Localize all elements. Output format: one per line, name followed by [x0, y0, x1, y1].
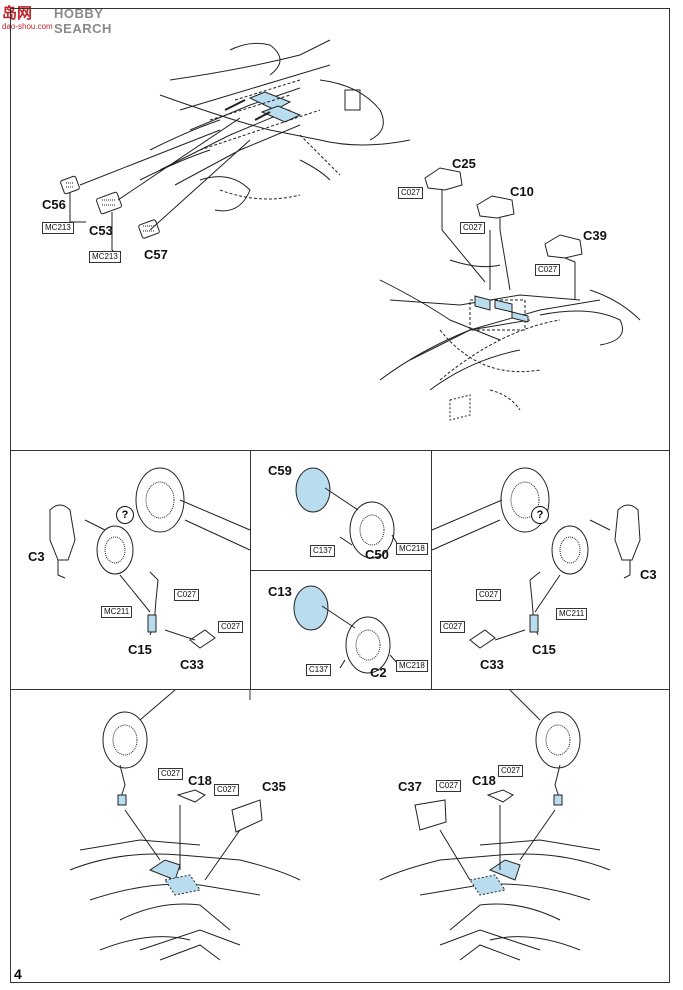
part-label: C15 [128, 642, 152, 657]
part-label: C18 [472, 773, 496, 788]
paint-code: C027 [535, 264, 561, 276]
part-label: C33 [480, 657, 504, 672]
paint-code: MC218 [396, 543, 428, 555]
paint-code: C027 [440, 621, 466, 633]
paint-code: MC213 [89, 251, 121, 263]
paint-code: C027 [398, 187, 424, 199]
part-label: C3 [28, 549, 45, 564]
mid-right-gear [431, 467, 641, 649]
part-label: C13 [268, 584, 292, 599]
paint-code: C027 [158, 768, 184, 780]
part-label: C15 [532, 642, 556, 657]
watermark-logo: 岛网 [2, 5, 33, 22]
mid-center-divider [250, 570, 432, 571]
page-number: 4 [14, 966, 22, 982]
bottom-left-assembly [69, 689, 301, 961]
part-label: C10 [510, 184, 534, 199]
paint-code: C027 [476, 589, 502, 601]
mid-center-top-wheel [295, 467, 399, 559]
paint-code: MC211 [556, 608, 588, 620]
paint-code: C027 [498, 765, 524, 777]
part-label: C53 [89, 223, 113, 238]
paint-code: C027 [436, 780, 462, 792]
paint-code: C137 [306, 664, 332, 676]
part-label: C3 [640, 567, 657, 582]
paint-code: C027 [460, 222, 486, 234]
paint-code: C027 [218, 621, 244, 633]
top-right-airframe [379, 167, 641, 421]
part-label: C50 [365, 547, 389, 562]
mid-center-bottom-wheel [293, 585, 399, 674]
top-left-parts [60, 175, 160, 256]
part-label: C33 [180, 657, 204, 672]
paint-code: MC218 [396, 660, 428, 672]
part-label: C56 [42, 197, 66, 212]
mid-left-gear [49, 467, 251, 649]
paint-code: C027 [214, 784, 240, 796]
part-label: C59 [268, 463, 292, 478]
part-label: C37 [398, 779, 422, 794]
part-label: C25 [452, 156, 476, 171]
part-label: C57 [144, 247, 168, 262]
watermark: 岛网 HOBBY SEARCH dao-shou.com [2, 2, 162, 36]
paint-code: C027 [174, 589, 200, 601]
top-left-airframe [79, 39, 411, 231]
question-mark-icon: ? [531, 506, 549, 524]
part-label: C2 [370, 665, 387, 680]
watermark-url: dao-shou.com [2, 22, 53, 31]
paint-code: MC211 [101, 606, 133, 618]
part-label: C39 [583, 228, 607, 243]
part-label: C18 [188, 773, 212, 788]
question-mark-icon: ? [116, 506, 134, 524]
part-label: C35 [262, 779, 286, 794]
paint-code: MC213 [42, 222, 74, 234]
paint-code: C137 [310, 545, 336, 557]
bottom-right-assembly [379, 689, 611, 961]
watermark-brand: HOBBY SEARCH [54, 6, 112, 36]
